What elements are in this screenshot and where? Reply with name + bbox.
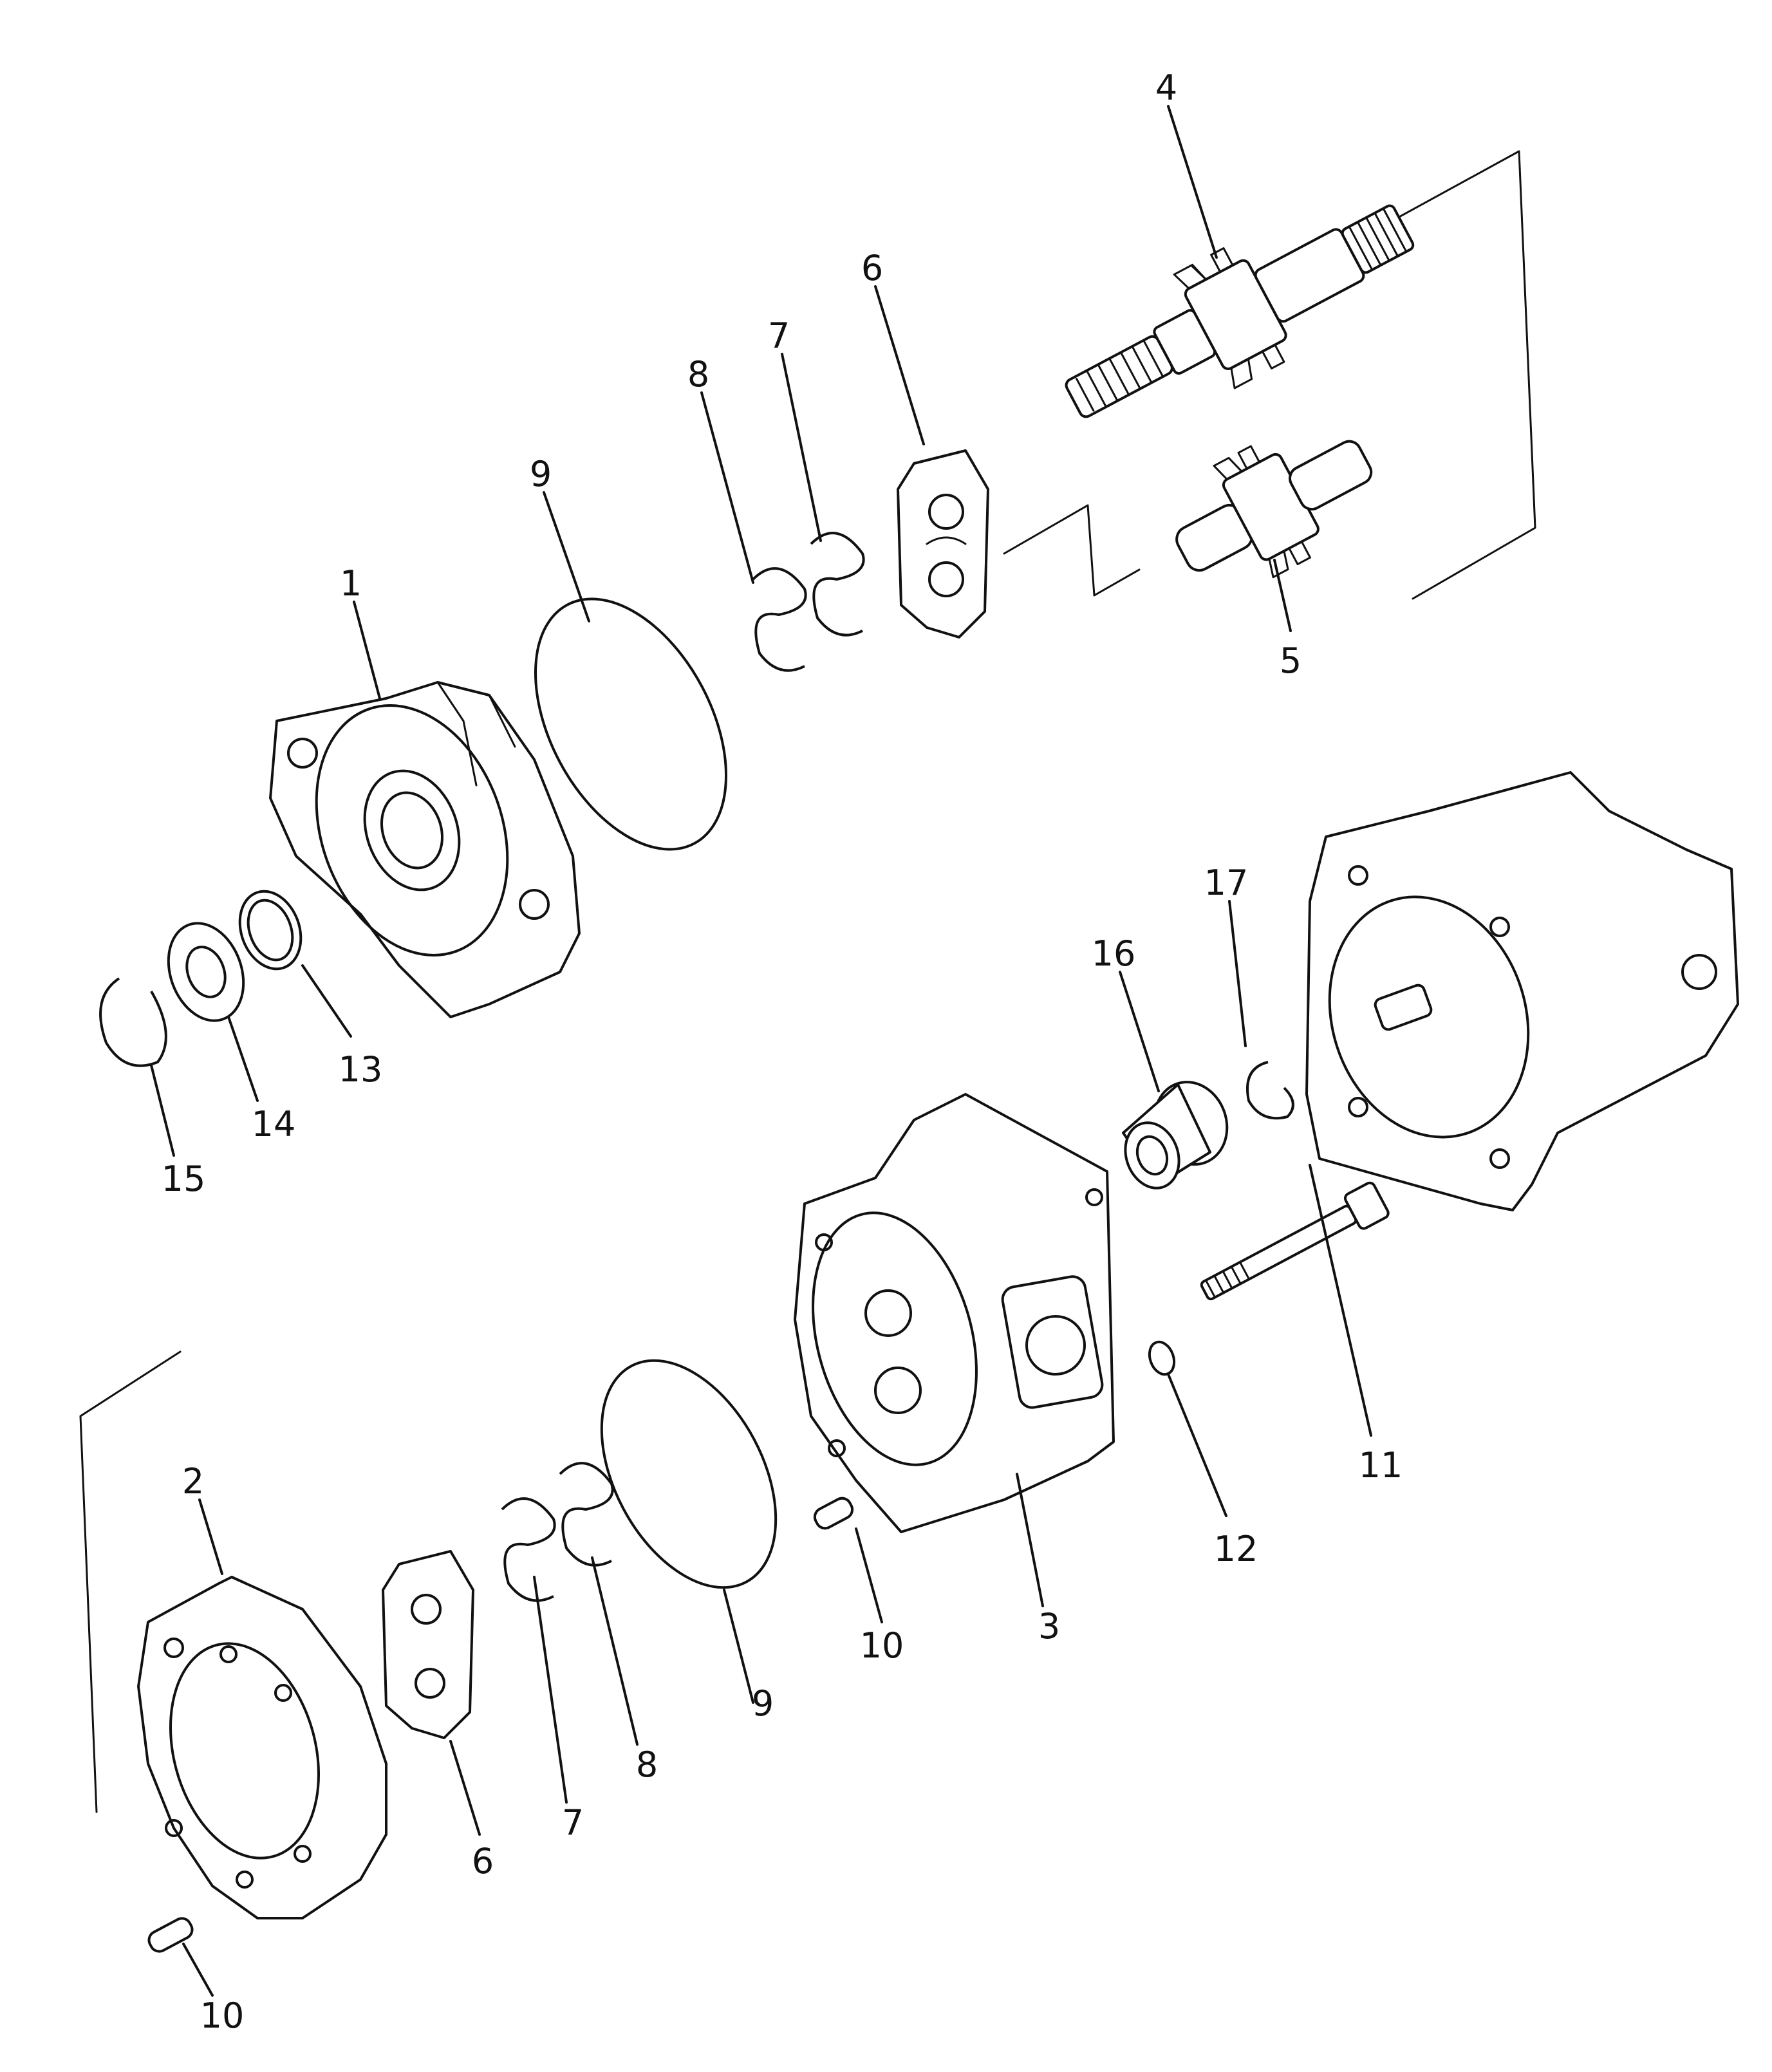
needle-bearing-part-16: [1122, 1081, 1229, 1190]
callout-16: 16: [1092, 933, 1136, 974]
seal-clips-parts-7-8-lower: [501, 1462, 614, 1602]
callout-10-upper: 10: [860, 1625, 904, 1666]
callout-15: 15: [162, 1159, 206, 1199]
driven-gear-part-5: [1175, 440, 1373, 579]
snap-ring-part-17: [1246, 1061, 1294, 1120]
callout-labels: 4 6 7 8 9 1 5 17 16 13 14 15 11 12 2 3 1…: [162, 68, 1403, 2036]
callout-8-lower: 8: [636, 1744, 658, 1785]
callout-8-upper: 8: [687, 354, 709, 395]
front-cover-part-1: [269, 681, 581, 1018]
callout-1: 1: [340, 563, 362, 604]
gear-case-part-3: [794, 1093, 1115, 1533]
callout-4: 4: [1155, 68, 1177, 108]
washer-part-13: [238, 890, 303, 971]
callout-17: 17: [1204, 863, 1249, 903]
callout-7-lower: 7: [562, 1802, 584, 1843]
callout-10-lower: 10: [200, 1995, 245, 2036]
callout-6-lower: 6: [472, 1841, 494, 1881]
pump-body-assembly: [1305, 771, 1739, 1211]
callout-3: 3: [1038, 1606, 1060, 1647]
gear-housing-part-2: [137, 1576, 387, 1919]
drive-gear-shaft-part-4: [1065, 204, 1415, 418]
callout-12: 12: [1214, 1529, 1258, 1569]
callout-9-lower: 9: [752, 1683, 774, 1724]
callout-2: 2: [182, 1461, 204, 1502]
o-ring-part-9-upper: [534, 597, 727, 851]
bushing-plate-part-6-upper: [897, 449, 989, 639]
callout-7-upper: 7: [768, 315, 790, 356]
leader-lines: [150, 105, 1372, 1997]
callout-6-upper: 6: [861, 248, 883, 288]
callout-9-upper: 9: [530, 454, 552, 494]
bushing-plate-part-6-lower: [382, 1550, 474, 1739]
bolt-part-11: [1200, 1181, 1390, 1301]
oil-seal-part-14: [167, 922, 245, 1022]
dowel-pin-part-10-b: [147, 1917, 194, 1953]
seal-clips-parts-7-8-upper: [752, 532, 865, 672]
callout-5: 5: [1280, 640, 1301, 681]
o-ring-part-9-lower: [600, 1359, 778, 1589]
assembly-guide-lines: [79, 150, 1536, 1813]
callout-14: 14: [252, 1104, 296, 1144]
dowel-pin-part-10-a: [813, 1497, 854, 1530]
callout-11: 11: [1359, 1445, 1403, 1486]
snap-ring-part-15: [99, 977, 167, 1067]
washer-part-12: [1148, 1340, 1176, 1376]
callout-13: 13: [339, 1049, 383, 1090]
